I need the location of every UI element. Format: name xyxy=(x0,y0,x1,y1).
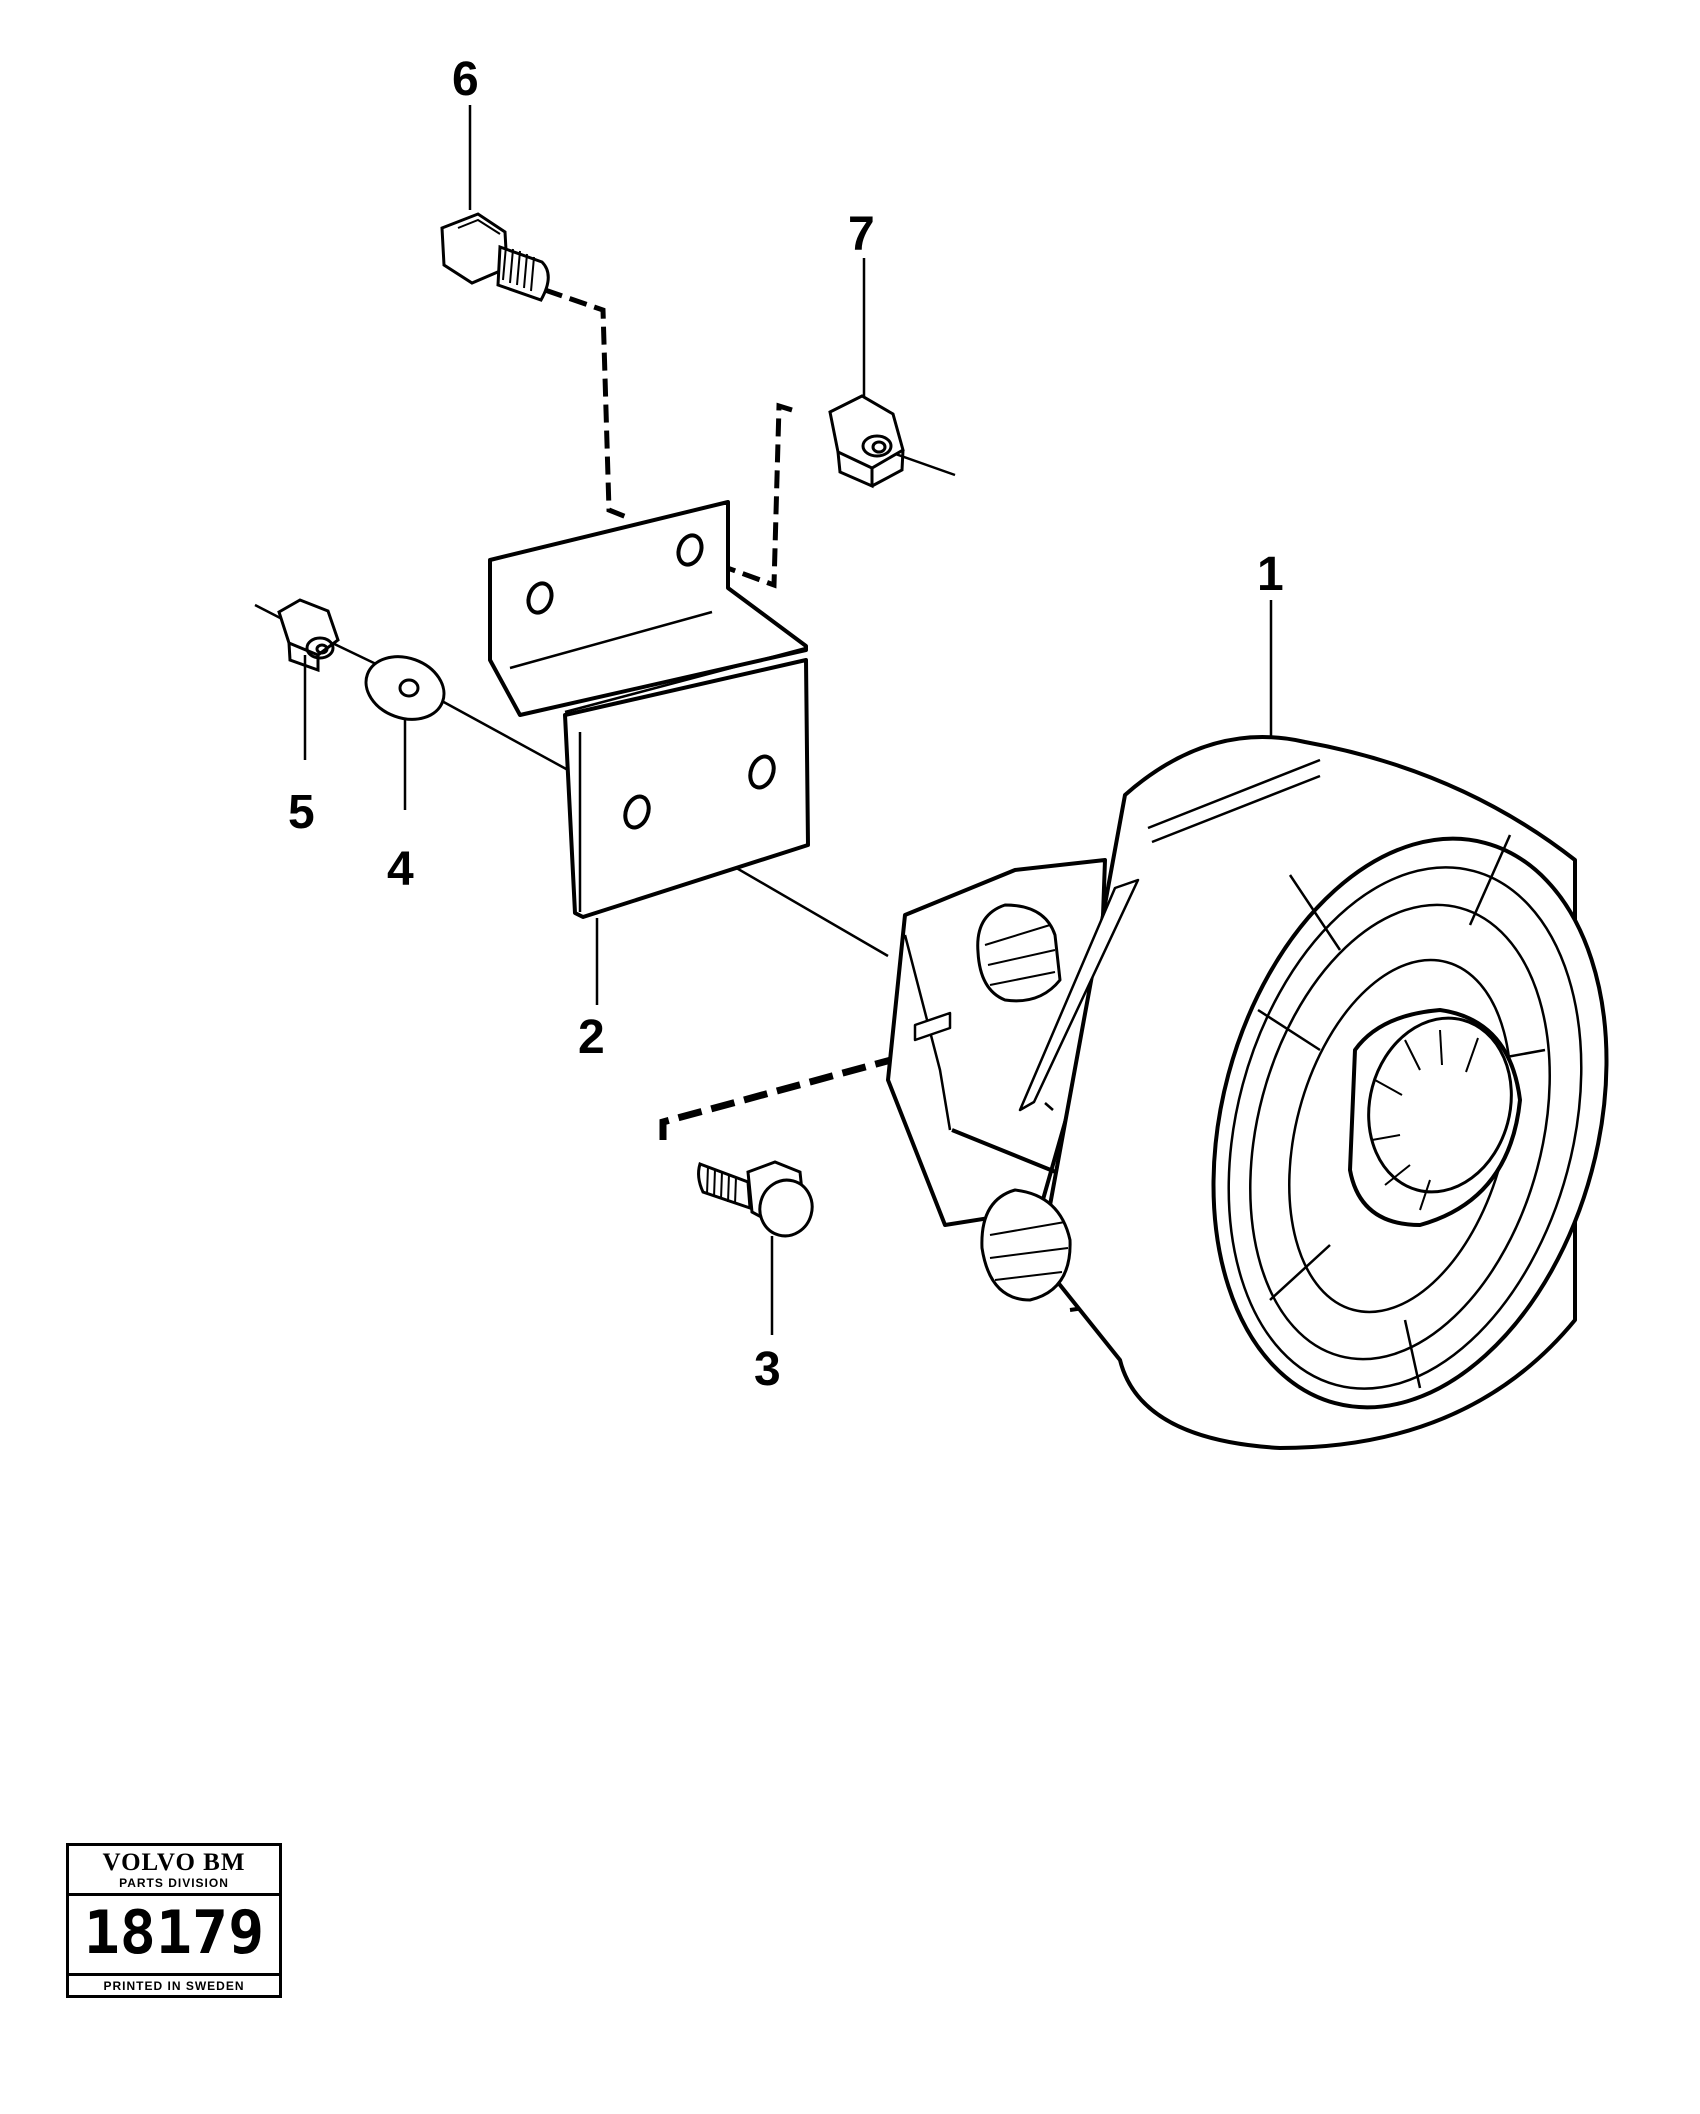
nut-part-7 xyxy=(828,394,905,489)
parts-division-stamp: VOLVO BM PARTS DIVISION 18179 PRINTED IN… xyxy=(66,1843,282,1998)
stamp-division: PARTS DIVISION xyxy=(119,1876,229,1890)
callout-2: 2 xyxy=(578,1011,605,1064)
bracket-part-2 xyxy=(488,500,810,919)
stamp-divider xyxy=(69,1893,279,1896)
bolt-part-3 xyxy=(697,1160,814,1238)
stamp-drawing-number: 18179 xyxy=(83,1898,265,1968)
assembly-line-bolt-6 xyxy=(544,287,630,521)
stamp-brand: VOLVO BM xyxy=(102,1849,246,1876)
stamp-divider xyxy=(69,1973,279,1976)
callout-labels: 1 2 3 4 5 6 7 xyxy=(288,53,1284,1396)
washer-part-4 xyxy=(364,655,446,721)
callout-7: 7 xyxy=(848,208,875,261)
callout-1: 1 xyxy=(1257,548,1284,601)
assembly-line-bolt-3 xyxy=(659,1044,936,1140)
horn-part-1 xyxy=(886,735,1609,1450)
callout-4: 4 xyxy=(387,843,414,896)
nut-part-5 xyxy=(277,598,340,673)
callout-6: 6 xyxy=(452,53,479,106)
bolt-part-6 xyxy=(440,212,550,302)
callout-3: 3 xyxy=(754,1343,781,1396)
stamp-printed-in: PRINTED IN SWEDEN xyxy=(103,1979,245,1993)
callout-5: 5 xyxy=(288,786,315,839)
callout-leaders xyxy=(303,105,1273,1335)
assembly-line-nut-7 xyxy=(699,402,793,589)
axis-line-bracket xyxy=(439,698,569,772)
